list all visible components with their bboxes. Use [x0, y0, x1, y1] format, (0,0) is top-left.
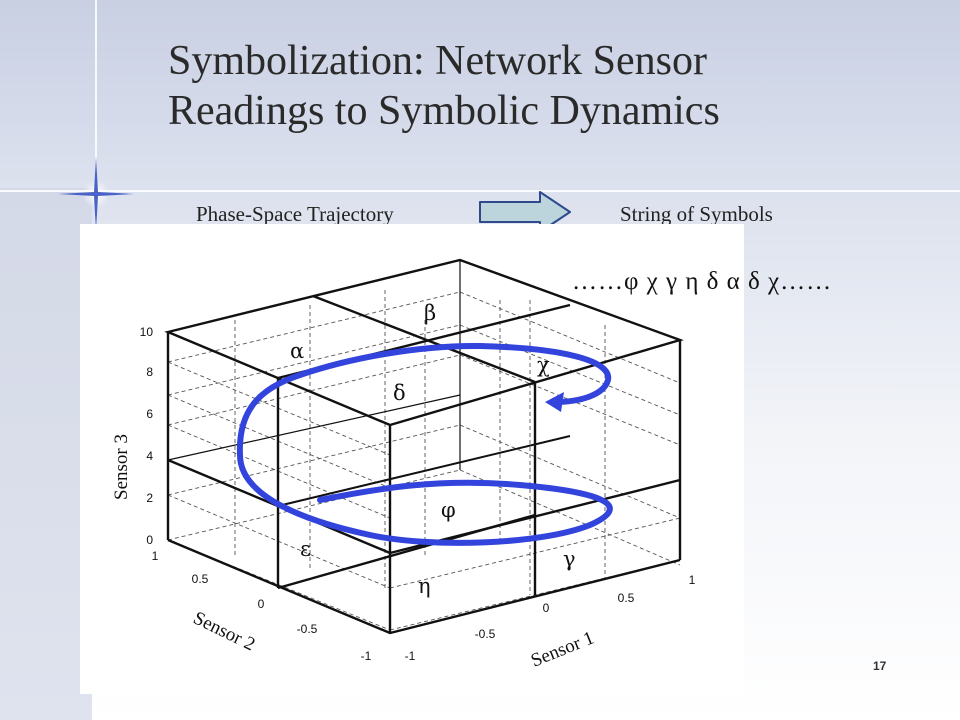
- right-arrow-icon: [479, 191, 571, 233]
- region-label-delta: δ: [393, 381, 406, 405]
- trajectory-curve: [236, 342, 613, 546]
- region-label-gamma: γ: [563, 547, 576, 571]
- sensor2-tick: 0: [258, 597, 265, 611]
- left-strip: [0, 188, 92, 720]
- sensor1-tick: -0.5: [475, 627, 496, 641]
- box-edges: [164, 258, 684, 635]
- sensor3-tick: 0: [146, 533, 153, 547]
- region-label-beta: β: [424, 301, 436, 325]
- region-label-chi: χ: [537, 353, 550, 377]
- sensor2-tick: -0.5: [297, 622, 318, 636]
- sensor2-tick: 0.5: [192, 572, 209, 586]
- sensor2-axis-label: Sensor 2: [190, 608, 259, 656]
- trajectory-arrowhead: [545, 392, 564, 412]
- sensor3-tick: 2: [146, 491, 153, 505]
- region-label-phi: φ: [441, 498, 456, 522]
- sensor1-axis-label: Sensor 1: [528, 627, 597, 671]
- sensor2-tick: -1: [361, 649, 372, 663]
- sparkle-star-icon: [58, 156, 134, 232]
- slide-title: Symbolization: Network Sensor Readings t…: [168, 36, 928, 136]
- decorative-horizontal-rule: [0, 190, 960, 192]
- sensor2-tick: 1: [152, 549, 159, 563]
- sensor3-ticks: 10 8 6 4 2 0: [140, 325, 154, 547]
- region-label-alpha: α: [290, 339, 304, 363]
- region-label-epsilon: ε: [300, 537, 311, 561]
- figure-panel: [80, 224, 744, 694]
- sensor3-axis-label: Sensor 3: [111, 434, 132, 500]
- sensor2-ticks: 1 0.5 0 -0.5 -1: [152, 549, 372, 663]
- title-band: [0, 0, 960, 188]
- region-label-eta: η: [418, 574, 431, 598]
- title-line-2: Readings to Symbolic Dynamics: [168, 88, 720, 134]
- sensor1-tick: 1: [689, 573, 696, 587]
- page-number: 17: [873, 659, 887, 673]
- phase-space-label: Phase-Space Trajectory: [196, 202, 394, 226]
- sensor1-tick: -1: [405, 649, 416, 663]
- title-line-1: Symbolization: Network Sensor: [168, 38, 707, 84]
- sensor1-tick: 0: [543, 601, 550, 615]
- sensor3-tick: 10: [140, 325, 154, 339]
- sensor1-ticks: -1 -0.5 0 0.5 1: [405, 573, 696, 663]
- sensor3-tick: 8: [146, 365, 153, 379]
- sensor3-tick: 4: [146, 449, 153, 463]
- sensor1-tick: 0.5: [618, 591, 635, 605]
- symbol-string-label: String of Symbols: [620, 202, 773, 226]
- sensor3-tick: 6: [146, 407, 153, 421]
- symbol-sequence: ……φ χ γ η δ α δ χ……: [572, 268, 833, 295]
